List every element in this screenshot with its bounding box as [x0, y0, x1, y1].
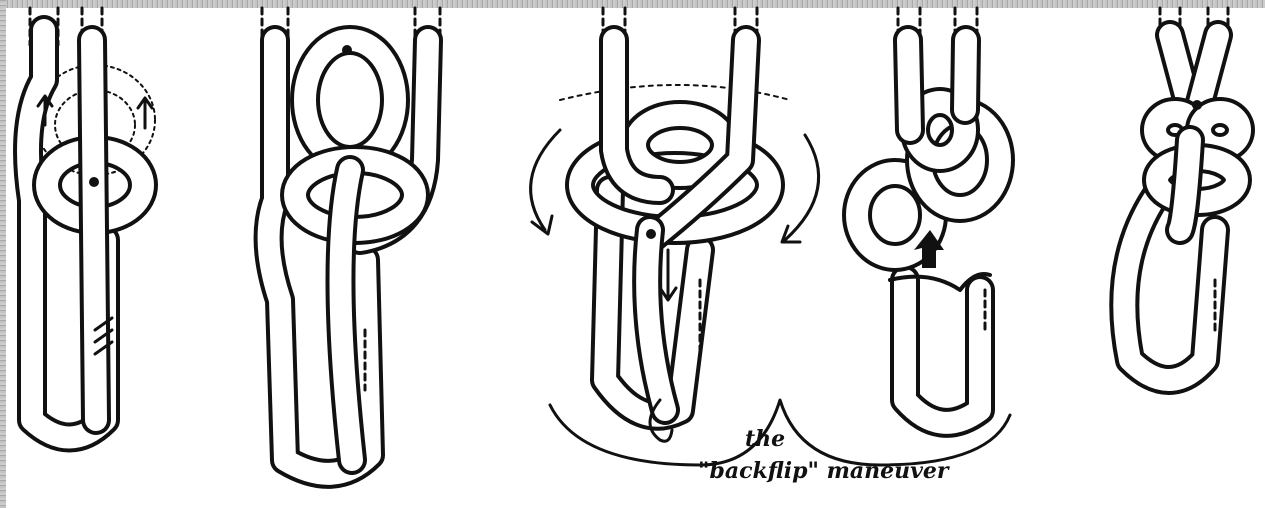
annotation-line-2: "backflip" maneuver	[698, 458, 950, 484]
knot-step-1	[28, 8, 155, 438]
knot-step-5	[1124, 8, 1240, 380]
annotation-line-1: the	[745, 426, 785, 452]
knot-step-2	[262, 8, 440, 474]
knot-step-4	[857, 8, 1000, 423]
